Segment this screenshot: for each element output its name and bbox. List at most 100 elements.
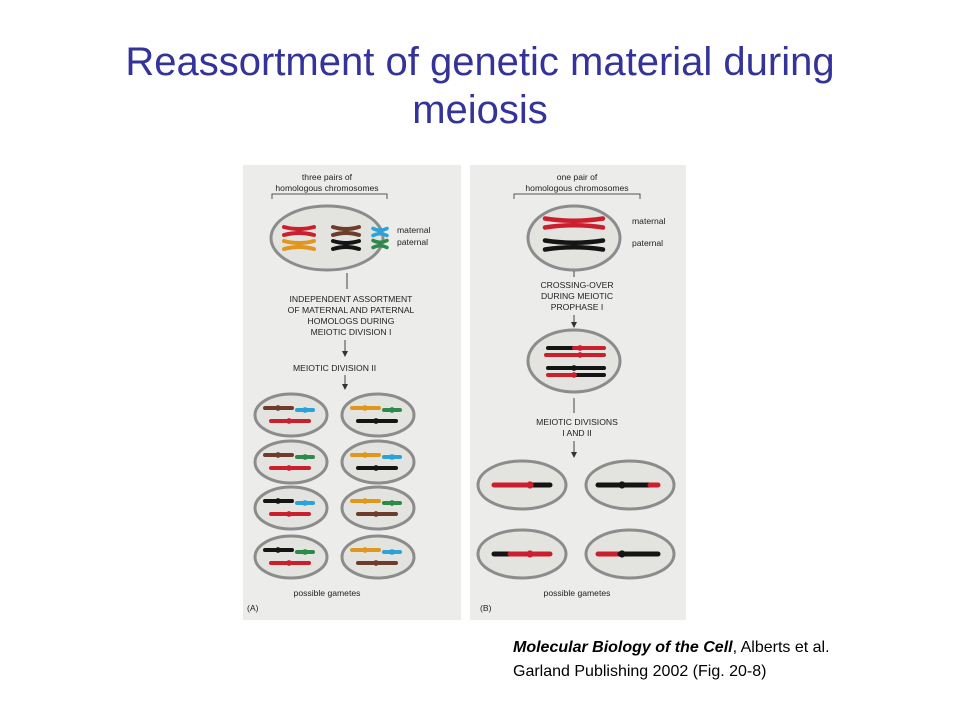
centromere: [577, 345, 583, 351]
panel-b-legend-paternal: paternal: [632, 238, 663, 248]
panel-a-parent-chromosomes: [282, 225, 389, 251]
gamete-cell: [340, 485, 416, 531]
panel-a-header-bracket: [271, 193, 388, 199]
panel-b-footer: possible gametes: [544, 588, 611, 598]
citation-authors: , Alberts et al.: [732, 639, 830, 656]
panel-b-crossover-cell: [526, 328, 622, 394]
centromere: [389, 407, 395, 413]
panel-a-legend-paternal: paternal: [397, 237, 428, 247]
centromere: [302, 407, 308, 413]
chromosome-medium: [350, 452, 381, 458]
chromosome-large: [269, 418, 311, 424]
centromere: [526, 481, 534, 489]
chromosome-large: [269, 465, 311, 471]
recombinant-chromosome: [491, 481, 553, 489]
chromosome-small-maternal: [371, 226, 389, 238]
gamete-cell: [476, 528, 568, 580]
chromosome-medium: [263, 498, 294, 504]
gamete-cell: [340, 392, 416, 438]
gamete-cell: [584, 459, 676, 511]
slide-title-line-2: meiosis: [412, 88, 548, 132]
panel-a-step1-line-1: INDEPENDENT ASSORTMENT: [290, 294, 414, 304]
panel-a-diagram: three pairs of homologous chromosomes ma…: [247, 172, 431, 613]
panel-b-step1-line-3: PROPHASE I: [551, 302, 604, 312]
chromosome-small-paternal: [371, 238, 389, 250]
chromosome-small: [295, 407, 315, 413]
panel-b-step2-line-2: I AND II: [562, 428, 592, 438]
gamete-membrane: [253, 485, 329, 531]
chromosome-small: [382, 407, 402, 413]
centromere: [526, 550, 534, 558]
panel-a-step1-line-2: OF MATERNAL AND PATERNAL: [288, 305, 415, 315]
citation-line-1: Molecular Biology of the Cell, Alberts e…: [513, 636, 933, 660]
chromosome-small: [382, 549, 402, 555]
slide-title-line-1: Reassortment of genetic material during: [125, 40, 835, 84]
recombinant-chromosome: [595, 550, 661, 558]
gamete-cell: [253, 392, 329, 438]
panel-b-header-line-2: homologous chromosomes: [525, 183, 628, 193]
centromere: [302, 500, 308, 506]
chromosome-maternal: [542, 216, 606, 230]
chromosome-small: [295, 500, 315, 506]
panel-a-gametes: [253, 392, 416, 580]
panel-a-step1-line-4: MEIOTIC DIVISION I: [311, 327, 392, 337]
chromosome-large: [269, 511, 311, 517]
centromere: [286, 418, 292, 424]
chromosome-large: [269, 560, 311, 566]
chromosome-medium: [263, 547, 294, 553]
centromere: [618, 550, 626, 558]
gamete-membrane: [340, 534, 416, 580]
figure-panel-a: three pairs of homologous chromosomes ma…: [243, 165, 461, 620]
chromosome-large: [356, 465, 398, 471]
centromere: [286, 465, 292, 471]
gamete-cell: [253, 439, 329, 485]
chromosome-medium: [350, 547, 381, 553]
gamete-cell: [253, 485, 329, 531]
recombinant-chromosome: [595, 481, 661, 489]
figure-panel-b: one pair of homologous chromosomes mater…: [470, 165, 686, 620]
panel-b-parent-cell: [526, 204, 622, 272]
centromere: [362, 498, 368, 504]
panel-a-header-line-1: three pairs of: [302, 172, 353, 182]
centromere: [571, 372, 577, 378]
gamete-membrane: [340, 392, 416, 438]
centromere: [362, 405, 368, 411]
centromere: [275, 547, 281, 553]
panel-a-arrowhead-2: [342, 384, 348, 390]
gamete-cell: [253, 534, 329, 580]
panel-b-legend-maternal: maternal: [632, 216, 666, 226]
centromere: [275, 498, 281, 504]
chromosome-large: [356, 560, 398, 566]
chromosome-small: [382, 500, 402, 506]
citation-book-title: Molecular Biology of the Cell: [513, 639, 733, 656]
panel-a-parent-cell: [269, 204, 385, 272]
panel-b-header-line-1: one pair of: [557, 172, 598, 182]
centromere: [570, 219, 578, 227]
centromere: [343, 242, 349, 248]
centromere: [302, 454, 308, 460]
centromere: [286, 560, 292, 566]
crossover-chromatid-3: [546, 365, 606, 371]
centromere: [343, 228, 349, 234]
panel-a-header-line-2: homologous chromosomes: [275, 183, 378, 193]
gamete-cell: [476, 459, 568, 511]
centromere: [302, 549, 308, 555]
centromere: [618, 481, 626, 489]
centromere: [389, 500, 395, 506]
chromosome-medium: [263, 452, 294, 458]
centromere: [373, 418, 379, 424]
centromere: [275, 452, 281, 458]
centromere: [571, 365, 577, 371]
chromosome-large-paternal: [282, 239, 316, 251]
chromosome-small: [295, 454, 315, 460]
citation-line-2: Garland Publishing 2002 (Fig. 20-8): [513, 663, 767, 680]
panel-b-crossover-chromosomes: [544, 345, 606, 378]
panel-b-step1-line-2: DURING MEIOTIC: [541, 291, 613, 301]
panel-a-step2: MEIOTIC DIVISION II: [293, 363, 376, 373]
chromosome-paternal: [542, 238, 606, 252]
chromosome-medium: [263, 405, 294, 411]
centromere: [373, 511, 379, 517]
chromosome-medium: [350, 405, 381, 411]
citation-caption: Molecular Biology of the Cell, Alberts e…: [513, 636, 933, 684]
panel-b-arrowhead-1: [571, 322, 577, 328]
